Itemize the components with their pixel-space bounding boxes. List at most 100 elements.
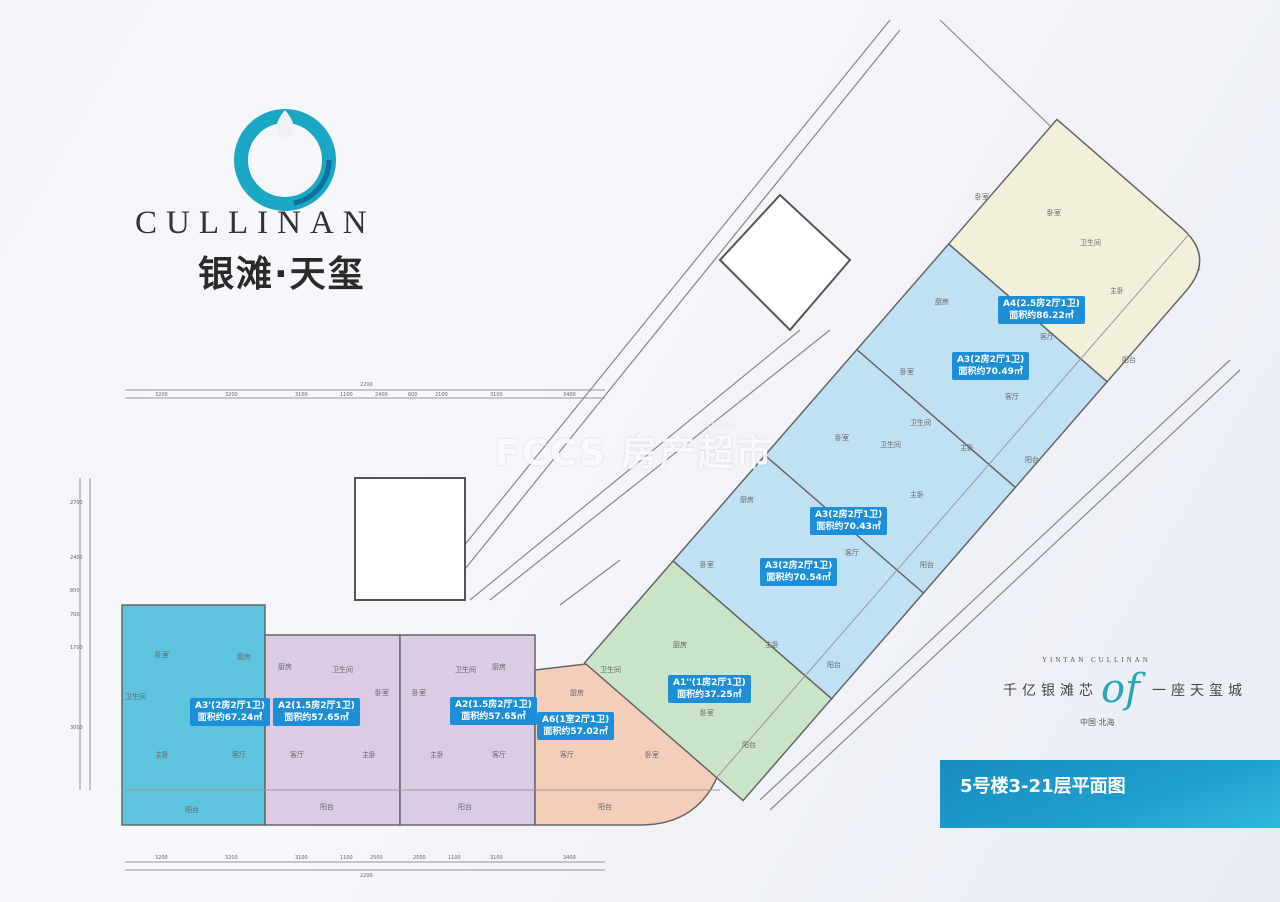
dimension-label: 3100 bbox=[295, 392, 308, 398]
unit-badge: A4(2.5房2厅1卫)面积约86.22㎡ bbox=[998, 296, 1085, 324]
room-label: 卫生间 bbox=[455, 666, 476, 674]
room-label: 客厅 bbox=[1040, 333, 1054, 341]
slogan-cn-left: 千亿银滩芯 bbox=[1003, 683, 1098, 699]
slogan-en: YINTAN CULLINAN bbox=[1042, 656, 1151, 664]
stair-core bbox=[354, 193, 852, 601]
room-label: 卫生间 bbox=[600, 666, 621, 674]
unit-A4-area bbox=[947, 118, 1201, 383]
room-label: 主卧 bbox=[155, 751, 169, 759]
dimension-label: 3200 bbox=[155, 392, 168, 398]
room-label: 阳台 bbox=[598, 803, 612, 811]
room-label: 厨房 bbox=[237, 653, 251, 661]
room-label: 客厅 bbox=[492, 751, 506, 759]
room-label: 卧室 bbox=[412, 689, 426, 697]
unit-badge: A3(2房2厅1卫)面积约70.43㎡ bbox=[810, 507, 888, 535]
room-label: 主卧 bbox=[910, 491, 924, 499]
room-label: 厨房 bbox=[673, 641, 687, 649]
dimension-label: 3100 bbox=[490, 392, 503, 398]
room-label: 主卧 bbox=[960, 444, 974, 452]
room-label: 卧室 bbox=[645, 751, 659, 759]
room-label: 客厅 bbox=[1005, 393, 1019, 401]
dimension-label: 2500 bbox=[370, 855, 383, 861]
room-label: 卫生间 bbox=[880, 441, 901, 449]
room-label: 厨房 bbox=[492, 663, 506, 671]
unit-A2-area bbox=[264, 634, 401, 826]
room-label: 主卧 bbox=[430, 751, 444, 759]
room-label: 卫生间 bbox=[332, 666, 353, 674]
dimension-label: 2500 bbox=[413, 855, 426, 861]
watermark-sub: fccs.com bbox=[700, 420, 736, 429]
left-block bbox=[121, 604, 721, 826]
room-label: 主卧 bbox=[1110, 287, 1124, 295]
unit-badge: A1''(1房2厅1卫)面积约37.25㎡ bbox=[668, 675, 751, 703]
dimension-label: 1100 bbox=[448, 855, 461, 861]
room-label: 厨房 bbox=[740, 496, 754, 504]
room-label: 卧室 bbox=[975, 193, 989, 201]
dimension-label: 3100 bbox=[490, 855, 503, 861]
dimension-label: 2400 bbox=[375, 392, 388, 398]
unit-badge: A2(1.5房2厅1卫)面积约57.65㎡ bbox=[450, 697, 537, 725]
room-label: 客厅 bbox=[560, 751, 574, 759]
slogan-cn-right: 一座天玺城 bbox=[1152, 683, 1247, 699]
slogan-of-logo: of bbox=[1101, 666, 1140, 712]
dimension-label: 3100 bbox=[295, 855, 308, 861]
room-label: 卧室 bbox=[155, 651, 169, 659]
dimension-lines bbox=[79, 389, 605, 871]
room-label: 主卧 bbox=[765, 641, 779, 649]
dimension-label: 3400 bbox=[563, 392, 576, 398]
room-label: 卫生间 bbox=[125, 693, 146, 701]
unit-badge: A3'(2房2厅1卫)面积约67.24㎡ bbox=[190, 698, 270, 726]
brand-name-en: CULLINAN bbox=[135, 205, 376, 241]
dimension-label: 1100 bbox=[340, 855, 353, 861]
unit-badge: A2(1.5房2厅1卫)面积约57.65㎡ bbox=[273, 698, 360, 726]
dimension-label: 2700 bbox=[70, 500, 83, 506]
room-label: 客厅 bbox=[845, 549, 859, 557]
unit-badge: A3(2房2厅1卫)面积约70.54㎡ bbox=[760, 558, 838, 586]
unit-badge: A6(1室2厅1卫)面积约57.02㎡ bbox=[537, 712, 615, 740]
dimension-label: 1100 bbox=[340, 392, 353, 398]
watermark: FCCS 房产超市 bbox=[495, 433, 774, 474]
room-label: 卧室 bbox=[835, 434, 849, 442]
room-label: 阳台 bbox=[185, 806, 199, 814]
room-label: 厨房 bbox=[570, 689, 584, 697]
dimension-label: 2400 bbox=[70, 555, 83, 561]
logo-ring-icon bbox=[234, 109, 336, 211]
slogan-location: 中国·北海 bbox=[1080, 718, 1115, 727]
dimension-label: 600 bbox=[408, 392, 418, 398]
room-label: 卫生间 bbox=[1080, 239, 1101, 247]
room-label: 卧室 bbox=[375, 689, 389, 697]
room-label: 阳台 bbox=[320, 803, 334, 811]
plan-title: 5号楼3-21层平面图 bbox=[960, 776, 1126, 797]
room-label: 主卧 bbox=[362, 751, 376, 759]
room-label: 卧室 bbox=[1047, 209, 1061, 217]
room-label: 客厅 bbox=[290, 751, 304, 759]
room-label: 阳台 bbox=[742, 741, 756, 749]
dimension-label: 3000 bbox=[70, 725, 83, 731]
room-label: 厨房 bbox=[278, 663, 292, 671]
unit-badge: A3(2房2厅1卫)面积约70.49㎡ bbox=[952, 352, 1030, 380]
room-label: 客厅 bbox=[232, 751, 246, 759]
room-label: 卧室 bbox=[900, 368, 914, 376]
dimension-label: 2100 bbox=[435, 392, 448, 398]
unit-A2-area bbox=[399, 634, 536, 826]
plan-title-banner: 5号楼3-21层平面图 bbox=[940, 760, 1280, 828]
room-label: 厨房 bbox=[935, 298, 949, 306]
dimension-label: 3200 bbox=[225, 392, 238, 398]
dimension-label: 3200 bbox=[155, 855, 168, 861]
dimension-label: 1700 bbox=[70, 645, 83, 651]
slogan-cn: 千亿银滩芯 一座天玺城 bbox=[1003, 683, 1247, 700]
dimension-label: 2200 bbox=[360, 873, 373, 879]
dimension-label: 3200 bbox=[225, 855, 238, 861]
dimension-label: 3400 bbox=[563, 855, 576, 861]
room-label: 阳台 bbox=[920, 561, 934, 569]
dimension-label: 700 bbox=[70, 612, 80, 618]
dimension-label: 800 bbox=[70, 588, 80, 594]
room-label: 阳台 bbox=[827, 661, 841, 669]
room-label: 阳台 bbox=[458, 803, 472, 811]
room-label: 阳台 bbox=[1122, 356, 1136, 364]
room-label: 卫生间 bbox=[910, 419, 931, 427]
brand-name-cn: 银滩·天玺 bbox=[198, 254, 366, 295]
dimension-label: 2200 bbox=[360, 382, 373, 388]
room-label: 阳台 bbox=[1025, 456, 1039, 464]
room-label: 卧室 bbox=[700, 709, 714, 717]
